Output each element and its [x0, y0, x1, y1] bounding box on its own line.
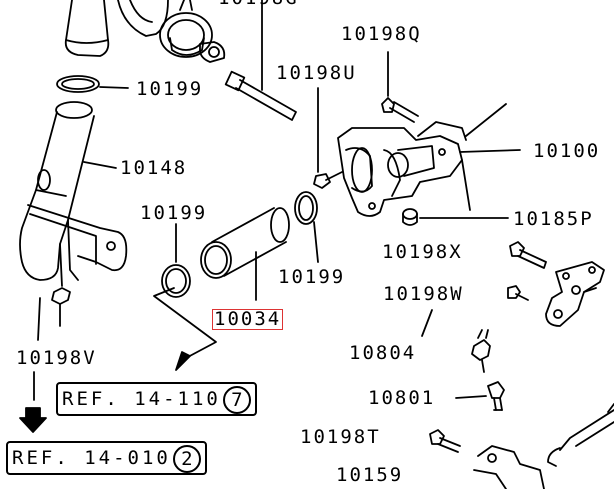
- ref-14-110-text: REF. 14-110: [62, 388, 221, 410]
- gasket-top: [56, 75, 129, 93]
- plug-10185p: [402, 208, 509, 226]
- gasket-right: [294, 191, 319, 263]
- label-10185p: 10185P: [513, 208, 594, 230]
- pipe-10034: [200, 207, 290, 301]
- label-10159: 10159: [336, 464, 404, 486]
- label-10199-right: 10199: [278, 266, 346, 288]
- bolt-10198x: [509, 241, 547, 269]
- label-10034-highlighted: 10034: [212, 308, 284, 330]
- label-10198v: 10198V: [16, 347, 97, 369]
- ref-14-010-number: 2: [172, 444, 201, 473]
- label-10804: 10804: [349, 342, 417, 364]
- ref-14-110-number: 7: [222, 385, 251, 414]
- label-10148: 10148: [120, 157, 188, 179]
- ref-14-010-text: REF. 14-010: [12, 447, 171, 469]
- ref-down-arrow: [19, 407, 47, 433]
- bolt-10198v: [33, 287, 71, 401]
- bracket-part: [545, 261, 605, 327]
- label-10198u: 10198U: [276, 62, 357, 84]
- sensor-10801: [455, 381, 505, 411]
- label-10801: 10801: [368, 387, 436, 409]
- gasket-left: [161, 223, 191, 298]
- housing-10100: [337, 103, 521, 217]
- tube-part: [547, 403, 614, 467]
- label-10198t: 10198T: [300, 426, 381, 448]
- thermostat-part: [159, 0, 226, 63]
- bolt-10198u: [313, 87, 343, 189]
- bolt-10198g: [224, 0, 297, 121]
- sensor-10804: [421, 309, 491, 373]
- label-10198q: 10198Q: [341, 23, 422, 45]
- ref-leader-arrow: [153, 287, 217, 371]
- bolt-10198w: [507, 285, 529, 301]
- part-10159: [473, 445, 545, 489]
- label-10198x: 10198X: [382, 241, 463, 263]
- bolt-10198t: [429, 429, 461, 453]
- pipe-10148: [19, 101, 128, 287]
- label-10100: 10100: [533, 140, 601, 162]
- label-10198g: 10198G: [218, 0, 299, 8]
- label-10198w: 10198W: [383, 283, 464, 305]
- label-10199-left: 10199: [140, 202, 208, 224]
- label-10199-top: 10199: [136, 78, 204, 100]
- bolt-10198q: [381, 51, 419, 123]
- upper-pipe-fragment: [64, 0, 169, 57]
